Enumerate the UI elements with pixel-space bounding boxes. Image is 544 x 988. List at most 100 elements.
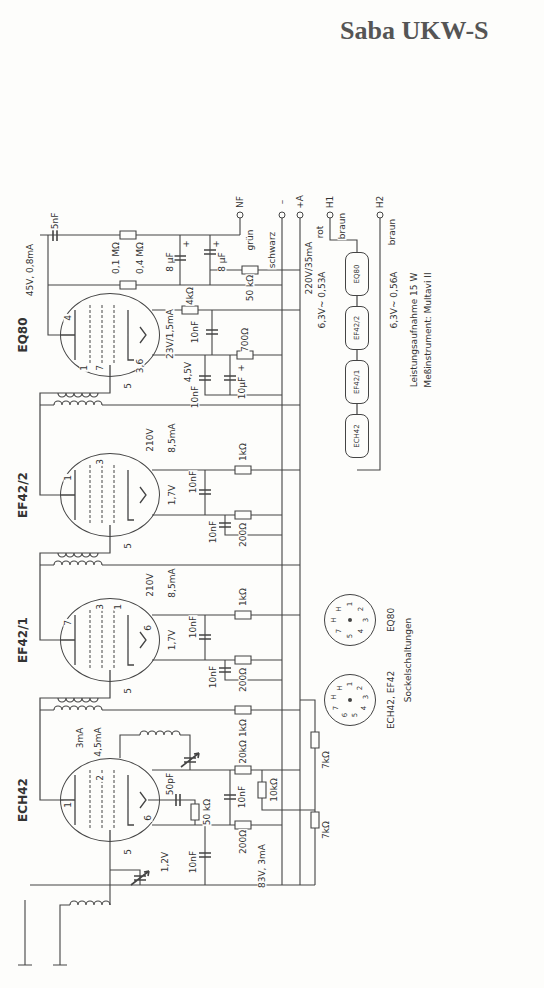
pin-number: H [331, 616, 338, 623]
terminal-symbol [237, 212, 383, 218]
value-label: 5 [124, 687, 133, 695]
value-label: 8 µF [166, 251, 175, 273]
value-label: schwarz [268, 231, 277, 270]
tube-label: ECH42 [17, 777, 29, 823]
tube-envelope: EQ80 [60, 293, 160, 377]
value-label: 5 [124, 542, 133, 550]
coil-symbol [54, 393, 180, 905]
pin-number: H [335, 605, 342, 612]
value-label: 6,3V~ 0,53A [318, 270, 327, 329]
value-label: Meßinstrument: Multavi II [424, 271, 433, 388]
value-label: 10nF [189, 470, 198, 494]
value-label: H1 [326, 195, 335, 210]
value-label: 10nF [209, 520, 218, 544]
value-label: 4 [64, 314, 73, 322]
value-label: 50pF [166, 772, 175, 796]
pin-number: 3 [362, 694, 369, 700]
pin-number: 1 [347, 681, 354, 687]
value-label: 200Ω [239, 829, 248, 855]
value-label: H2 [376, 195, 385, 210]
value-label: 10nF [191, 320, 200, 344]
value-label: 10kΩ [270, 777, 279, 803]
value-label: 8,5mA [168, 422, 177, 453]
value-label: rot [316, 225, 325, 240]
wire-net [18, 215, 380, 965]
tube-label: EQ80 [17, 316, 29, 353]
value-label: 6 [144, 624, 153, 632]
value-label: 1kΩ [239, 442, 248, 462]
value-label: 4,5V [184, 361, 193, 383]
value-label: 10nF [189, 850, 198, 874]
value-label: braun [338, 212, 347, 240]
value-label: 200Ω [239, 522, 248, 548]
value-label: 2 [96, 774, 105, 782]
value-label: Sockelschaltungen [404, 617, 413, 703]
value-label: +A [296, 194, 305, 210]
value-label: 7 [64, 619, 73, 627]
capacitor-symbol [53, 229, 236, 885]
value-label: 3 [96, 458, 105, 466]
value-label: 1 [64, 801, 73, 809]
value-label: 50 kΩ [203, 798, 212, 826]
tube-envelope: ECH42 [60, 758, 160, 842]
pin-number: 3 [363, 617, 370, 623]
value-label: grün [246, 229, 255, 252]
value-label: 6 [144, 814, 153, 822]
tube-label: EF42/1 [354, 369, 361, 395]
heater-tube-symbol: EF42/1 [345, 360, 369, 404]
socket-key [348, 618, 352, 622]
tube-envelope: EF42/1 [60, 598, 160, 682]
value-label: 1kΩ [239, 587, 248, 607]
value-label: 7kΩ [322, 750, 331, 770]
heater-tube-symbol: ECH42 [345, 414, 369, 458]
value-label: 210V [146, 427, 155, 452]
value-label: 700Ω [241, 327, 250, 353]
pin-number: 5 [347, 633, 354, 639]
value-label: 1,7V [168, 629, 177, 651]
pin-number: 2 [358, 605, 365, 611]
heater-wire [356, 350, 357, 360]
pin-number: 2 [357, 685, 364, 691]
pin-number: 6 [341, 712, 348, 718]
tube-label: EF42/2 [354, 315, 361, 341]
pin-number: H [331, 694, 338, 701]
value-label: – [278, 199, 287, 206]
value-label: 1 [64, 474, 73, 482]
value-label: 0,1 MΩ [112, 241, 121, 275]
value-label: 200Ω [239, 667, 248, 693]
value-label: braun [388, 218, 397, 246]
pin-number: 4 [358, 628, 365, 634]
tube-label: ECH42 [354, 423, 361, 448]
value-label: 5 [124, 382, 133, 390]
value-label: 5nF [51, 212, 60, 231]
value-label: 23V/1,5mA [166, 308, 175, 360]
value-label: 1kΩ [239, 718, 248, 738]
value-label: 8 µF [218, 251, 227, 273]
resistor-symbol [120, 231, 319, 829]
value-label: 220V/35mA [305, 241, 314, 296]
value-label: 1 [114, 603, 123, 611]
tube-label: ECH42, EF42 [387, 670, 396, 730]
value-label: 1 [80, 364, 89, 372]
pin-number: 1 [347, 601, 354, 607]
value-label: 4,5mA [94, 726, 103, 757]
value-label: 7kΩ [322, 820, 331, 840]
value-label: 3 [96, 603, 105, 611]
pin-number: 4 [360, 705, 367, 711]
value-label: 10nF [209, 665, 218, 689]
value-label: 10nF [191, 385, 200, 409]
value-label: 3mA [76, 727, 85, 750]
tube-label: EQ80 [387, 607, 396, 633]
tube-electrodes [60, 310, 146, 842]
value-label: 8,5mA [168, 567, 177, 598]
value-label: NF [236, 195, 245, 209]
value-label: 50 kΩ [246, 274, 255, 302]
value-label: 4kΩ [186, 286, 195, 306]
tube-grids [90, 305, 114, 830]
value-label: 45V, 0,8mA [26, 243, 35, 298]
value-label: 6,3V~ 0,56A [390, 270, 399, 329]
